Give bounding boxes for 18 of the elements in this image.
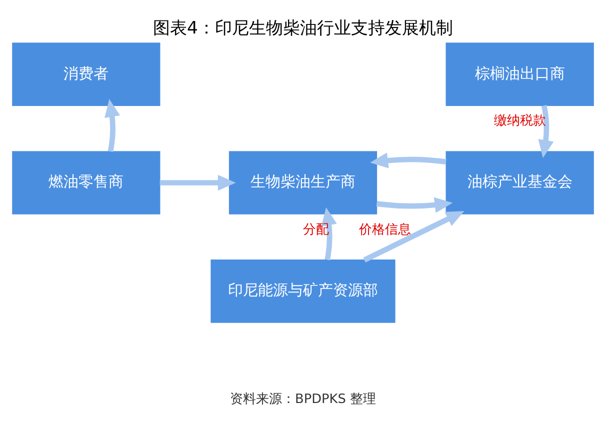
arrow	[321, 206, 337, 260]
node-box: 棕榈油出口商	[446, 42, 594, 106]
arrow	[363, 210, 464, 262]
arrow	[370, 152, 446, 168]
label: 资料来源：BPDPKS 整理	[230, 391, 376, 406]
node-box: 印尼能源与矿产资源部	[210, 259, 396, 322]
arrow	[160, 174, 236, 190]
arrow	[104, 98, 120, 152]
edge-label: 缴纳税款	[494, 112, 546, 128]
node-box: 燃油零售商	[12, 150, 160, 214]
edge-label: 分配	[303, 222, 330, 238]
arrow	[538, 104, 554, 158]
diagram-title: 图表4：印尼生物柴油行业支持发展机制	[153, 18, 453, 38]
node-box: 生物柴油生产商	[228, 150, 378, 214]
arrow	[376, 196, 453, 212]
node-box: 油棕产业基金会	[446, 150, 594, 214]
node-box: 消费者	[12, 42, 160, 106]
edge-label: 价格信息	[359, 222, 412, 237]
